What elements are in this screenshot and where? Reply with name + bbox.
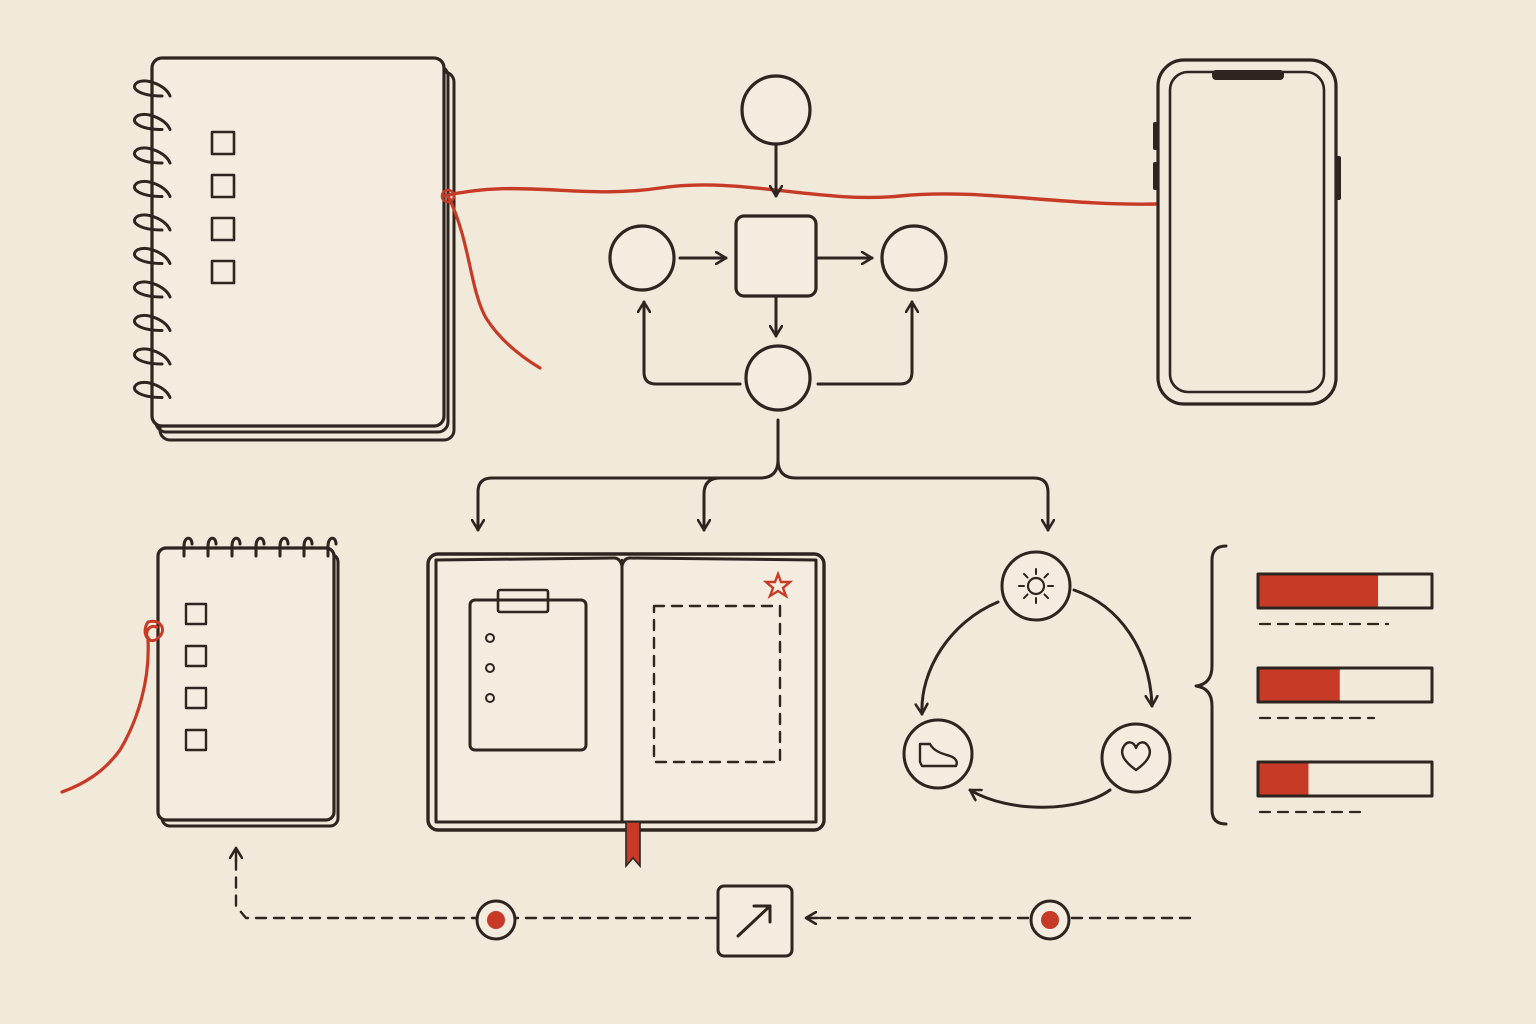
spiral-ring <box>132 314 172 332</box>
checkbox <box>210 259 236 285</box>
spiral-ring <box>132 213 172 232</box>
spiral-ring <box>302 536 314 558</box>
checklist <box>210 130 236 285</box>
habit-cycle <box>902 550 1172 809</box>
progress-track <box>1256 760 1434 798</box>
open-notebook <box>426 552 826 869</box>
spiral-ring <box>182 536 194 558</box>
smartphone <box>1153 58 1341 406</box>
tape <box>496 588 550 614</box>
power-button <box>1335 156 1341 200</box>
spiral-ring <box>132 113 172 131</box>
phone-notch <box>1212 70 1284 80</box>
large-notebook <box>132 56 456 442</box>
string-knot <box>143 619 164 643</box>
progress-fill <box>1258 668 1340 702</box>
timeline-marker <box>1029 899 1071 941</box>
sneaker-node <box>902 718 974 790</box>
checkbox <box>184 686 208 710</box>
bookmark-ribbon <box>625 821 641 869</box>
sneaker-icon <box>918 742 958 768</box>
flow-node-top <box>740 74 812 146</box>
progress-bar <box>1256 760 1434 814</box>
progress-bar <box>1256 666 1434 720</box>
spiral-ring <box>132 381 172 399</box>
spiral-ring <box>326 536 338 558</box>
sun-icon <box>1018 568 1054 604</box>
flowchart <box>478 74 1048 532</box>
small-notepad <box>60 536 340 828</box>
checkbox <box>210 130 236 156</box>
progress-fill <box>1258 762 1309 796</box>
checkbox <box>184 602 208 626</box>
heart-icon <box>1121 741 1151 772</box>
sun-node <box>1000 550 1072 622</box>
curly-brace <box>1194 544 1228 826</box>
red-string <box>440 183 1158 370</box>
spiral-ring <box>206 536 218 558</box>
spiral-ring <box>132 347 172 366</box>
checkbox <box>210 216 236 242</box>
flow-node-right <box>880 224 948 292</box>
spiral-ring <box>132 280 172 299</box>
timeline <box>236 848 1192 958</box>
top-spiral <box>182 536 338 558</box>
star-icon <box>762 570 794 599</box>
volume-button <box>1153 162 1159 190</box>
checkbox <box>184 644 208 668</box>
volume-button <box>1153 122 1159 150</box>
progress-track <box>1256 572 1434 610</box>
spiral-ring <box>132 180 172 198</box>
spiral-ring <box>132 247 172 265</box>
heart-node <box>1100 722 1172 794</box>
spiral-ring <box>132 79 172 98</box>
flow-node-bottom <box>744 344 812 412</box>
spiral-ring <box>278 536 290 558</box>
flow-node-center <box>734 214 818 298</box>
progress-fill <box>1258 574 1379 608</box>
progress-track <box>1256 666 1434 704</box>
checkbox <box>210 173 236 199</box>
red-string-tail <box>60 638 150 794</box>
flow-node-left <box>608 224 676 292</box>
progress-panel <box>1194 544 1434 826</box>
spiral-ring <box>254 536 266 558</box>
dashed-placeholder <box>652 604 782 764</box>
timeline-marker <box>475 899 517 941</box>
spiral-binding <box>132 79 172 399</box>
progress-bar <box>1256 572 1434 626</box>
spiral-ring <box>132 146 172 165</box>
arrow-up-right-icon <box>736 904 772 938</box>
checklist <box>184 602 208 752</box>
spiral-ring <box>230 536 242 558</box>
arrow-box <box>716 884 794 958</box>
checkbox <box>184 728 208 752</box>
clipboard-note <box>468 588 588 752</box>
